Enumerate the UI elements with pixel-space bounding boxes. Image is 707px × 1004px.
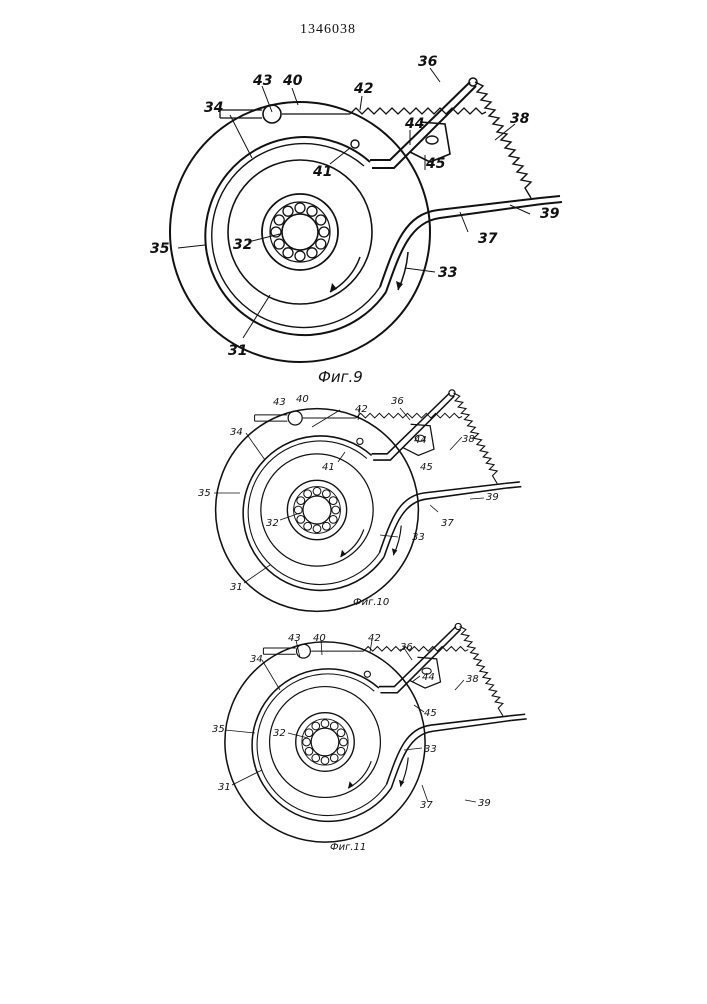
fig11-label-43: 43 [288, 633, 301, 644]
fig10-label-45: 45 [420, 462, 433, 473]
fig10-label-40: 40 [296, 394, 309, 405]
fig11-label-38: 38 [466, 674, 479, 685]
fig11-label-33: 33 [424, 744, 437, 755]
fig9-label-36: 36 [418, 54, 438, 70]
fig10-label-31: 31 [230, 582, 243, 593]
fig10-label-43: 43 [273, 397, 286, 408]
fig9-label-44: 44 [404, 116, 424, 132]
fig11-caption: Фиг.11 [330, 842, 366, 853]
fig9-caption: Фиг.9 [318, 368, 363, 386]
fig11-label-34: 34 [250, 654, 263, 665]
fig9-label-39: 39 [540, 206, 560, 222]
fig10-label-41: 41 [322, 462, 335, 473]
fig11-label-45: 45 [424, 708, 437, 719]
fig9-label-42: 42 [353, 81, 373, 97]
fig10-label-37: 37 [441, 518, 454, 529]
fig9-label-38: 38 [510, 111, 530, 127]
fig11-label-35: 35 [212, 724, 225, 735]
fig11-label-42: 42 [368, 633, 381, 644]
fig11-label-40: 40 [313, 633, 326, 644]
fig11-label-44: 44 [422, 672, 435, 683]
fig9-label-34: 34 [204, 100, 223, 116]
fig9-label-45: 45 [425, 156, 446, 172]
figure-11: 31 32 33 34 35 36 37 38 39 40 42 43 44 4… [212, 623, 527, 853]
fig11-label-39: 39 [478, 798, 491, 809]
fig10-label-32: 32 [266, 518, 279, 529]
fig9-label-31: 31 [228, 343, 247, 359]
fig10-label-39: 39 [486, 492, 499, 503]
fig9-label-43: 43 [252, 73, 272, 89]
fig9-label-40: 40 [282, 73, 303, 89]
patent-number: 1346038 [300, 22, 356, 38]
fig10-label-35: 35 [198, 488, 211, 499]
fig11-label-36: 36 [400, 642, 413, 653]
fig10-label-34: 34 [230, 427, 243, 438]
fig11-label-37: 37 [420, 800, 433, 811]
fig10-label-36: 36 [391, 396, 404, 407]
figure-9: 31 32 33 34 35 36 37 38 39 40 41 42 43 4… [150, 54, 562, 386]
fig9-label-41: 41 [312, 164, 332, 180]
fig9-label-37: 37 [478, 231, 498, 247]
figure-10: 31 32 33 34 35 36 37 38 39 40 41 42 43 4… [198, 390, 521, 612]
fig9-label-33: 33 [438, 265, 457, 281]
fig10-label-42: 42 [355, 404, 368, 415]
fig10-caption: Фиг.10 [353, 597, 389, 608]
fig11-label-32: 32 [273, 728, 286, 739]
fig9-label-35: 35 [150, 241, 170, 257]
fig10-label-44: 44 [414, 435, 427, 446]
fig10-label-33: 33 [412, 532, 425, 543]
fig9-label-32: 32 [233, 237, 252, 253]
fig10-label-38: 38 [462, 434, 475, 445]
fig11-label-31: 31 [218, 782, 231, 793]
